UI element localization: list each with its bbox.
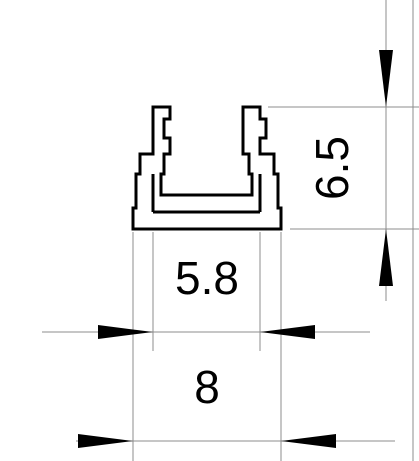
outer-width-arrow-right <box>281 434 336 448</box>
channel-profile <box>131 105 283 231</box>
height-arrow-bottom <box>379 229 393 286</box>
inner-width-arrow-right <box>260 325 315 339</box>
outer-width-dimension-label: 8 <box>194 361 220 413</box>
outer-width-arrow-left <box>78 434 133 448</box>
arrowheads <box>78 50 393 448</box>
height-arrow-top <box>379 50 393 107</box>
inner-width-arrow-left <box>98 325 153 339</box>
inner-width-dimension-label: 5.8 <box>175 252 239 304</box>
height-dimension-label: 6.5 <box>306 136 358 200</box>
